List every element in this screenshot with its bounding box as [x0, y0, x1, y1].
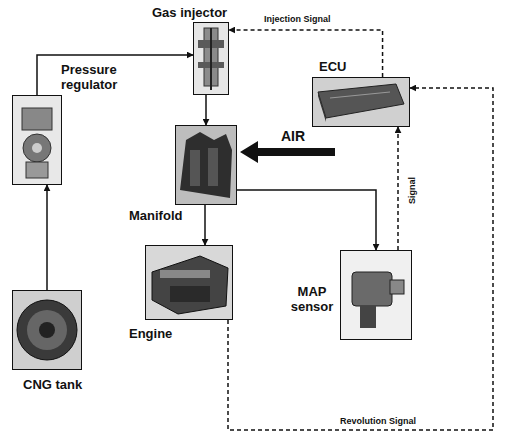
ecu-picture — [313, 78, 409, 126]
injector-picture — [194, 23, 228, 94]
component-name: CNG tank — [23, 377, 82, 392]
flow-arrow — [204, 205, 206, 245]
flow-arrow — [46, 185, 48, 290]
component-box: Engine — [145, 245, 233, 320]
manifold-picture — [176, 126, 236, 204]
flow-arrow — [37, 55, 193, 95]
signal-line — [229, 30, 383, 77]
regulator-picture — [13, 96, 61, 184]
component-name: ECU — [319, 59, 346, 74]
component-box: CNG tank — [12, 290, 82, 370]
flow-label: AIR — [281, 128, 305, 144]
component-name: MAP sensor — [285, 284, 339, 314]
engine-picture — [146, 246, 232, 319]
component-box: Manifold — [175, 125, 237, 205]
component-name: Manifold — [129, 208, 182, 223]
cng-tank-picture — [13, 291, 81, 369]
flow-arrow — [205, 95, 207, 125]
signal-label: Injection Signal — [262, 14, 333, 25]
component-name: Pressure regulator — [61, 62, 146, 92]
component-box: ECU — [312, 77, 410, 127]
component-name: Gas injector — [152, 5, 227, 20]
signal-line — [397, 127, 399, 250]
air-arrow — [240, 141, 335, 163]
component-box: Gas injector — [193, 22, 229, 95]
map-sensor-picture — [341, 251, 411, 339]
component-box: MAP sensor — [340, 250, 412, 340]
component-box: Pressure regulator — [12, 95, 62, 185]
component-name: Engine — [129, 326, 172, 341]
signal-label: Revolution Signal — [338, 416, 418, 427]
signal-line — [228, 88, 493, 430]
signal-label: Signal — [407, 174, 418, 205]
flow-arrow — [237, 190, 376, 250]
